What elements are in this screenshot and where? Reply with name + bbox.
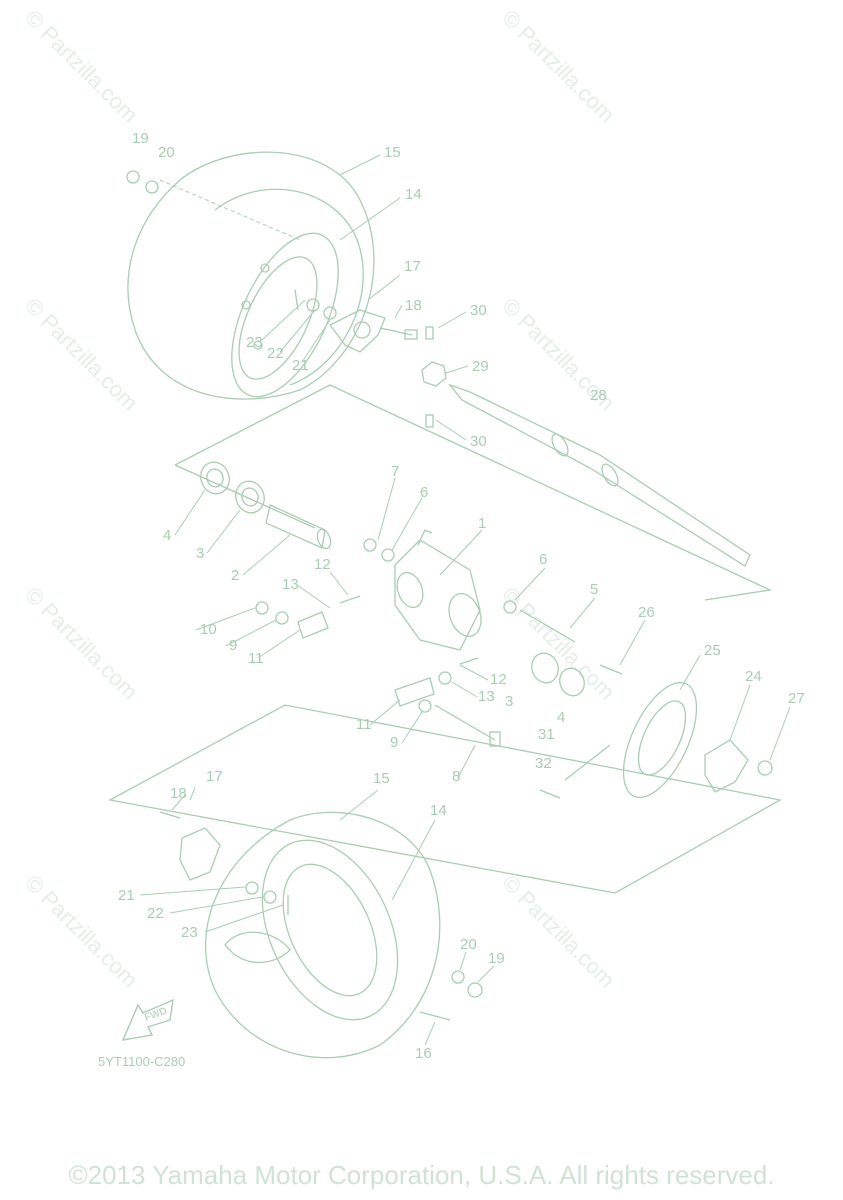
callout: 12 (314, 556, 331, 573)
callout: 22 (147, 905, 164, 922)
callout: 30 (470, 302, 487, 319)
fwd-arrow-icon: FWD (121, 998, 174, 1041)
callout: 21 (292, 357, 309, 374)
callout: 8 (452, 768, 460, 785)
callout: 14 (430, 802, 447, 819)
diagram-code: 5YT1100-C280 (98, 1054, 185, 1069)
leader-lines (139, 154, 791, 1046)
axle-nut-29 (421, 361, 447, 387)
callout: 21 (118, 887, 135, 904)
copyright-notice: ©2013 Yamaha Motor Corporation, U.S.A. A… (68, 1160, 775, 1190)
callout: 12 (490, 671, 507, 688)
callout: 2 (231, 567, 239, 584)
callout: 13 (478, 688, 495, 705)
callout: 30 (470, 433, 487, 450)
callout: 20 (460, 936, 477, 953)
callout: 14 (405, 186, 422, 203)
callout: 23 (181, 924, 198, 941)
rear-axle (448, 383, 751, 567)
callout: 5 (590, 581, 598, 598)
callout: 28 (590, 387, 607, 404)
callout: 18 (405, 297, 422, 314)
callout: 9 (229, 637, 237, 654)
callout: 13 (282, 576, 299, 593)
sprocket (622, 681, 698, 799)
callout: 3 (196, 545, 204, 562)
callout: 6 (420, 484, 428, 501)
callout: 9 (390, 734, 398, 751)
callout: 3 (505, 693, 513, 710)
callout: 22 (267, 345, 284, 362)
lower-hub (179, 827, 221, 881)
callout: 7 (391, 463, 399, 480)
washer-20 (145, 180, 159, 194)
callout: 32 (535, 755, 552, 772)
callout: 26 (638, 604, 655, 621)
upper-hub (329, 309, 418, 353)
callout: 19 (132, 130, 149, 147)
callout: 10 (200, 621, 217, 638)
callout: 18 (170, 785, 187, 802)
bearing-3 (235, 480, 265, 514)
callout: 27 (788, 690, 805, 707)
nut-19 (126, 170, 140, 184)
sleeve-2 (265, 504, 326, 549)
bearing-4 (200, 461, 230, 495)
lower-wheel (205, 811, 441, 1059)
bolt-8 (434, 704, 496, 741)
callout: 17 (404, 258, 421, 275)
callout: 23 (246, 334, 263, 351)
callout: 6 (539, 551, 547, 568)
axle-housing (394, 529, 482, 651)
callout: 1 (478, 515, 486, 532)
callout: 20 (158, 144, 175, 161)
callout: 29 (472, 358, 489, 375)
callout: 15 (384, 144, 401, 161)
callout: 24 (745, 668, 762, 685)
callout: 19 (488, 950, 505, 967)
callout: 11 (248, 650, 264, 667)
callout: 4 (163, 527, 171, 544)
upper-wheel (127, 151, 375, 400)
callout: 15 (373, 770, 390, 787)
valve-16 (419, 1011, 451, 1021)
callout: 11 (356, 716, 372, 733)
callout: 17 (206, 768, 223, 785)
callout: 31 (538, 726, 555, 743)
callout: 4 (557, 709, 565, 726)
callout: 25 (704, 642, 721, 659)
callout-labels: 19 20 15 14 17 18 23 22 21 30 29 28 30 7… (118, 130, 805, 1062)
callout: 16 (415, 1045, 432, 1062)
